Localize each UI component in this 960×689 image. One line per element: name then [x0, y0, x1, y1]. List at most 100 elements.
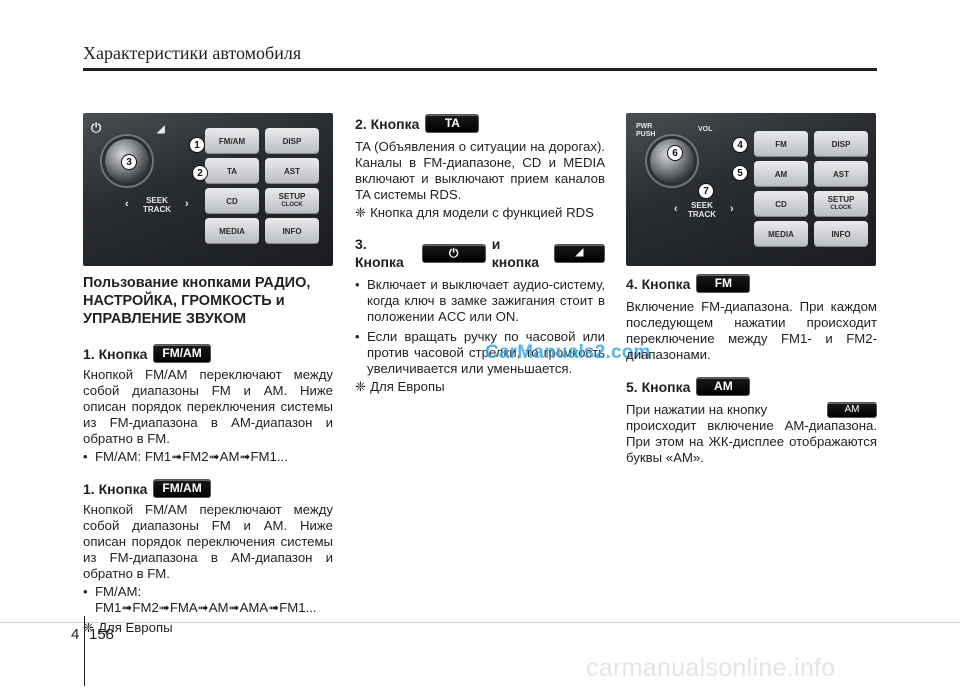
note-mark-icon: ❈	[355, 205, 367, 220]
vol-label: VOL	[698, 126, 713, 133]
panel-btn-am: AM	[754, 161, 808, 187]
header-rule	[83, 68, 877, 71]
seek-track-label: SEEK TRACK	[143, 196, 171, 214]
page-header-title: Характеристики автомобиля	[83, 43, 302, 63]
panel-btn-media: MEDIA	[205, 218, 259, 244]
panel-btn-disp: DISP	[265, 128, 319, 154]
clock-label: CLOCK	[830, 205, 852, 211]
panel-btn-ast: AST	[814, 161, 868, 187]
fm-button-icon: FM	[696, 274, 751, 293]
setup-label: SETUP	[278, 192, 306, 201]
note-mark-icon: ❈	[83, 620, 95, 635]
panel-btn-setup: SETUP CLOCK	[265, 188, 319, 214]
section-1b-title: 1. Кнопка	[83, 480, 148, 497]
chevron-left-icon: ‹	[674, 203, 678, 215]
left-radio-panel-image: ⏻ ◢ 3 SEEK TRACK ‹ › FM/AM DISP TA AST C…	[83, 113, 333, 266]
chevron-right-icon: ›	[185, 198, 189, 210]
footer-separator	[84, 616, 85, 686]
seek-label: SEEK	[691, 201, 713, 210]
panel-btn-disp: DISP	[814, 131, 868, 157]
panel-btn-info: INFO	[265, 218, 319, 244]
footer-rule	[0, 622, 960, 623]
pwr-push-label: PWR PUSH	[636, 123, 655, 139]
panel-btn-fm: FM	[754, 131, 808, 157]
section-1-title: 1. Кнопка	[83, 345, 148, 362]
push-label: PUSH	[636, 131, 656, 138]
bullet-dot: •	[355, 277, 360, 292]
section-3-title: 3. Кнопка	[355, 236, 404, 270]
section-4-heading: 4. Кнопка FM	[626, 274, 877, 293]
section-4-body: Включение FM-диапазона. При каждом после…	[626, 299, 877, 362]
panel-btn-ast: AST	[265, 158, 319, 184]
section-5-body: При нажатии на кнопку AM	[626, 402, 877, 418]
bullet-text-b: FM1➟FM2➟FMA➟AM➟AMA➟FM1...	[95, 600, 317, 615]
panel-btn-info: INFO	[814, 221, 868, 247]
seek-track-label: SEEK TRACK	[688, 201, 716, 219]
section-1b-note: ❈ Для Европы	[83, 620, 333, 636]
column-3: 4. Кнопка FM Включение FM-диапазона. При…	[626, 274, 877, 466]
seek-label: SEEK	[146, 196, 168, 205]
panel-btn-fm-am: FM/AM	[205, 128, 259, 154]
section-1-heading: 1. Кнопка FM/AM	[83, 344, 333, 363]
section-2-body: TA (Объявления о ситуации на дорогах). К…	[355, 139, 605, 202]
note-text: Кнопка для модели с функцией RDS	[370, 205, 594, 220]
column-2: 2. Кнопка TA TA (Объявления о ситуации н…	[355, 114, 605, 395]
section-5-body-b: происходит включение AM-диапазона. При э…	[626, 418, 877, 465]
section-3-note: ❈ Для Европы	[355, 379, 605, 395]
power-icon: ⏻	[91, 120, 102, 135]
section-1b-heading: 1. Кнопка FM/AM	[83, 479, 333, 498]
section-5-heading: 5. Кнопка AM	[626, 377, 877, 396]
section-main-heading: Пользование кнопками РАДИО, НАСТРОЙКА, Г…	[83, 275, 311, 327]
bullet-dot: •	[83, 449, 88, 464]
section-5-body-a: При нажатии на кнопку	[626, 402, 768, 417]
bullet-text: Включает и выключает аудио-систему, когд…	[367, 277, 605, 324]
chevron-right-icon: ›	[730, 203, 734, 215]
callout-2: 2	[192, 165, 208, 181]
site-watermark: carmanualsonline.info	[586, 654, 836, 682]
section-2-title: 2. Кнопка	[355, 115, 420, 132]
note-mark-icon: ❈	[355, 379, 367, 394]
pwr-label: PWR	[636, 123, 653, 130]
section-2-heading: 2. Кнопка TA	[355, 114, 605, 133]
track-label: TRACK	[143, 205, 171, 214]
callout-7: 7	[698, 183, 714, 199]
callout-6: 6	[667, 145, 683, 161]
panel-btn-cd: CD	[205, 188, 259, 214]
section-2-note: ❈ Кнопка для модели с функцией RDS	[355, 205, 605, 221]
section-4-title: 4. Кнопка	[626, 275, 691, 292]
bullet-text-a: FM/AM:	[95, 584, 142, 599]
bullet-dot: •	[355, 329, 360, 344]
bullet-text: FM/AM: FM1➟FM2➟FMA➟AM➟AMA➟FM1...	[95, 584, 317, 616]
callout-5: 5	[732, 165, 748, 181]
watermark-carmanuals: CarManuals2.com	[485, 342, 651, 363]
volume-button-icon: ◢	[554, 243, 605, 263]
chevron-left-icon: ‹	[125, 198, 129, 210]
section-3-heading: 3. Кнопка ⏻ и кнопка ◢	[355, 235, 605, 271]
bullet-text: Если вращать ручку по часовой или против…	[367, 329, 605, 376]
clock-label: CLOCK	[281, 202, 303, 208]
note-text: Для Европы	[98, 620, 173, 635]
fm-am-button-icon: FM/AM	[153, 479, 211, 498]
section-1b-bullet: • FM/AM: FM1➟FM2➟FMA➟AM➟AMA➟FM1...	[83, 584, 333, 616]
am-button-icon: AM	[696, 377, 751, 396]
bullet-dot: •	[83, 584, 88, 599]
setup-label: SETUP	[827, 195, 855, 204]
track-label: TRACK	[688, 210, 716, 219]
callout-1: 1	[189, 137, 205, 153]
fm-am-button-icon: FM/AM	[153, 344, 211, 363]
callout-4: 4	[732, 137, 748, 153]
page-number: 158	[89, 626, 115, 643]
panel-btn-setup: SETUP CLOCK	[814, 191, 868, 217]
section-1b-body: Кнопкой FM/AM переключают между собой ди…	[83, 502, 333, 581]
volume-wedge-icon: ◢	[157, 124, 165, 135]
note-text: Для Европы	[370, 379, 445, 394]
section-3-bullet-1: • Включает и выключает аудио-систему, ко…	[355, 277, 605, 325]
callout-3: 3	[121, 154, 137, 170]
ta-button-icon: TA	[425, 114, 480, 133]
section-3-bullet-2: • Если вращать ручку по часовой или прот…	[355, 329, 605, 377]
am-inline-button-icon: AM	[827, 402, 877, 418]
power-button-icon: ⏻	[421, 243, 486, 263]
section-5-title: 5. Кнопка	[626, 378, 691, 395]
section-1-bullet: • FM/AM: FM1➟FM2➟AM➟FM1...	[83, 449, 333, 465]
section-3-mid: и кнопка	[491, 236, 540, 270]
